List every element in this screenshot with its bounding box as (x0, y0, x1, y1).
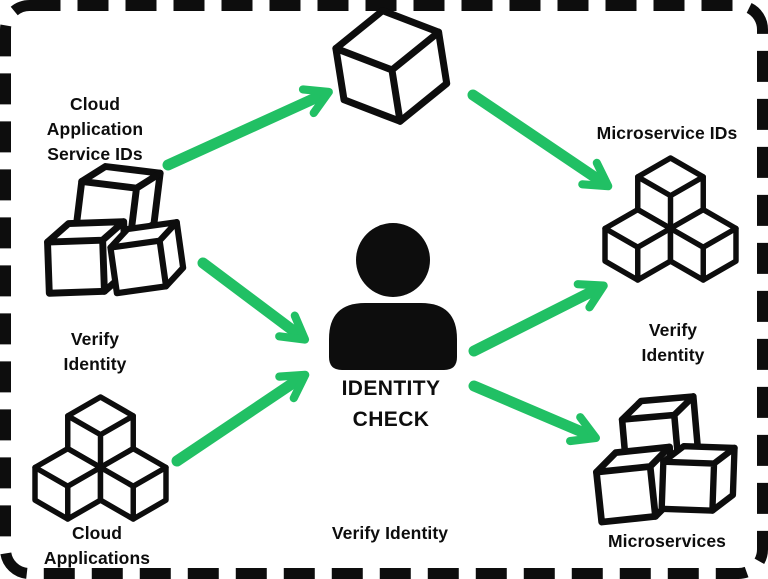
arrow-cloud-stack-to-identity-check (197, 257, 310, 344)
verify-identity-right-label: Verify Identity (641, 320, 705, 365)
cloud-applications-label: Cloud Applications (43, 523, 151, 568)
cube-cluster-icon (602, 155, 739, 284)
verify-identity-left-label: Verify Identity (63, 329, 127, 374)
person-icon (326, 223, 460, 370)
cube-stack-icon (42, 163, 190, 297)
identity-check-title: IDENTITY CHECK (341, 377, 441, 431)
cube-stack-icon (590, 392, 738, 526)
cube-icon (332, 6, 451, 125)
microservice-ids-label: Microservice IDs (596, 123, 738, 143)
arrow-cloud-app-ids-to-cube (162, 85, 333, 171)
cube-cluster-icon (32, 394, 169, 523)
arrow-cloud-apps-to-identity-check (171, 370, 310, 467)
arrow-identity-check-to-microservices (468, 380, 600, 446)
arrow-cube-to-microservice-ids (467, 89, 613, 191)
cloud-application-service-ids-label: Cloud Application Service IDs (46, 94, 144, 164)
arrows-layer (162, 85, 613, 467)
microservices-label: Microservices (607, 531, 727, 551)
arrow-identity-check-to-microservice-ids (468, 280, 608, 357)
verify-identity-center-label: Verify Identity (331, 523, 449, 543)
